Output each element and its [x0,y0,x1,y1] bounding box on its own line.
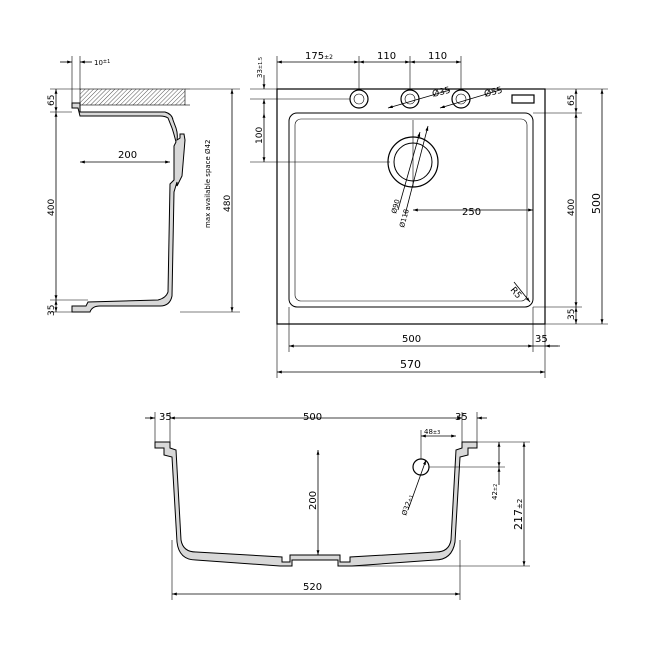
svg-text:175±2: 175±2 [305,51,333,62]
side-view: 10±1 65 400 35 200 max available space Ø… [47,56,240,316]
rim-width: 35 [535,334,548,345]
side-depth: 200 [118,150,137,161]
tap-x: 175 [305,51,324,62]
lip-dim: 10 [94,59,103,67]
front-total-h: 217 [512,509,525,530]
top-view: 175±2 110 110 33±1.5 Ø35 Ø55 65 400 35 5… [250,51,608,378]
overflow-y-tol: ±2 [493,484,499,491]
lip-tol: ±1 [103,59,110,65]
side-overall: 480 [223,195,233,212]
worktop-hatch [79,88,186,106]
drain-x: 250 [462,207,481,218]
overflow-x: 48 [424,428,433,436]
drain-inner-d: Ø90 [390,199,401,215]
front-rim-left: 35 [159,412,172,423]
gap-1: 110 [377,51,396,62]
svg-text:42±2: 42±2 [491,484,499,500]
svg-text:48±3: 48±3 [424,428,440,436]
side-h-bot: 35 [47,305,57,316]
side-h-top: 65 [47,95,57,106]
total-width: 570 [400,358,421,371]
tap-x-tol: ±2 [324,54,333,61]
front-view: 35 500 35 48±3 200 42±2 Ø32±1 217±2 520 [145,412,530,600]
svg-text:217±2: 217±2 [512,499,525,530]
sink-profile [71,102,186,313]
hole-2: Ø55 [483,85,504,100]
drain-offset: 100 [255,127,265,144]
top-h-top: 65 [567,95,577,106]
front-rim-right: 35 [455,412,468,423]
tap-hole-2 [400,89,420,109]
gap-2: 110 [428,51,447,62]
side-note: max available space Ø42 [204,140,212,228]
front-bowl-width: 500 [303,412,322,423]
front-depth: 200 [308,491,319,510]
front-base-width: 520 [303,582,322,593]
overflow-hole [412,458,430,476]
svg-text:Ø32±1: Ø32±1 [400,493,415,516]
hole-1: Ø35 [431,85,452,100]
tap-hole-1 [349,89,369,109]
top-h-bowl: 400 [567,199,577,216]
top-overall-h: 500 [590,193,603,214]
overflow-d-tol: ±1 [407,494,415,503]
svg-text:33±1.5: 33±1.5 [256,57,264,78]
sink-outline [276,88,546,325]
offset: 33 [256,69,264,78]
offset-tol: ±1.5 [258,57,264,69]
tap-hole-3 [451,89,471,109]
label-plate [511,94,535,104]
side-h-mid: 400 [47,199,57,216]
top-h-bot: 35 [567,309,577,320]
front-total-h-tol: ±2 [516,499,524,509]
overflow-x-tol: ±3 [433,430,440,436]
bowl-width: 500 [402,334,421,345]
svg-text:10±1: 10±1 [94,59,110,67]
overflow-y: 42 [491,491,499,500]
